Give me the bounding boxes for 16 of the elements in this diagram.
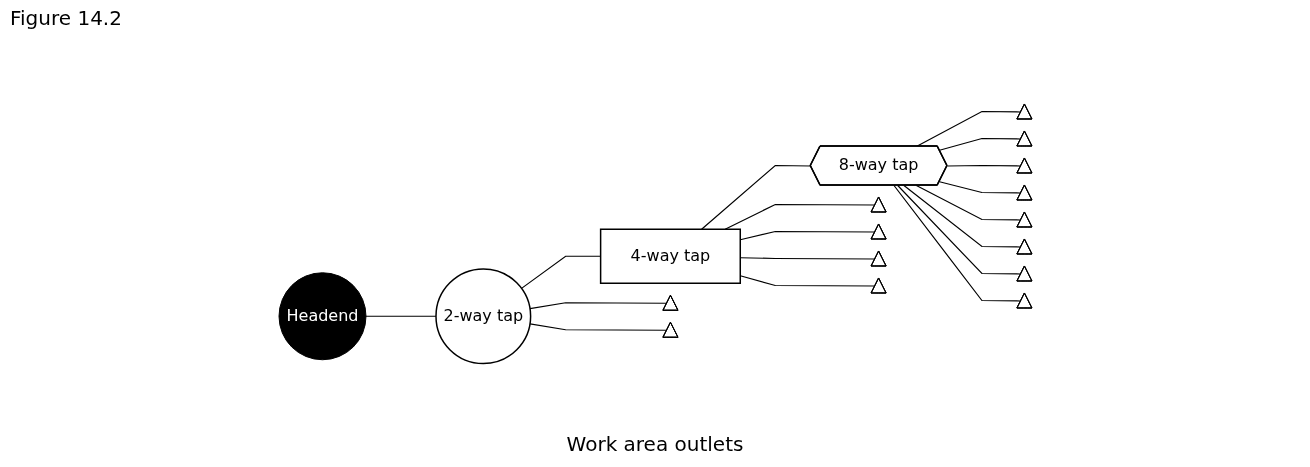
connector bbox=[902, 184, 1022, 248]
node-circle: Headend bbox=[278, 271, 366, 360]
node-circle: 2-way tap bbox=[434, 267, 531, 365]
caption-text: Work area outlets bbox=[566, 432, 744, 456]
connector bbox=[700, 164, 811, 230]
connector bbox=[946, 164, 1022, 167]
connector bbox=[915, 184, 1022, 221]
connector bbox=[520, 255, 601, 289]
figure-title: Figure 14.2 bbox=[10, 6, 122, 30]
connector bbox=[739, 274, 876, 287]
connector bbox=[896, 184, 1022, 275]
connector bbox=[892, 184, 1022, 302]
connector bbox=[739, 230, 876, 241]
node-box: 4-way tap bbox=[599, 228, 741, 284]
connector bbox=[938, 180, 1022, 194]
connector bbox=[739, 256, 876, 260]
